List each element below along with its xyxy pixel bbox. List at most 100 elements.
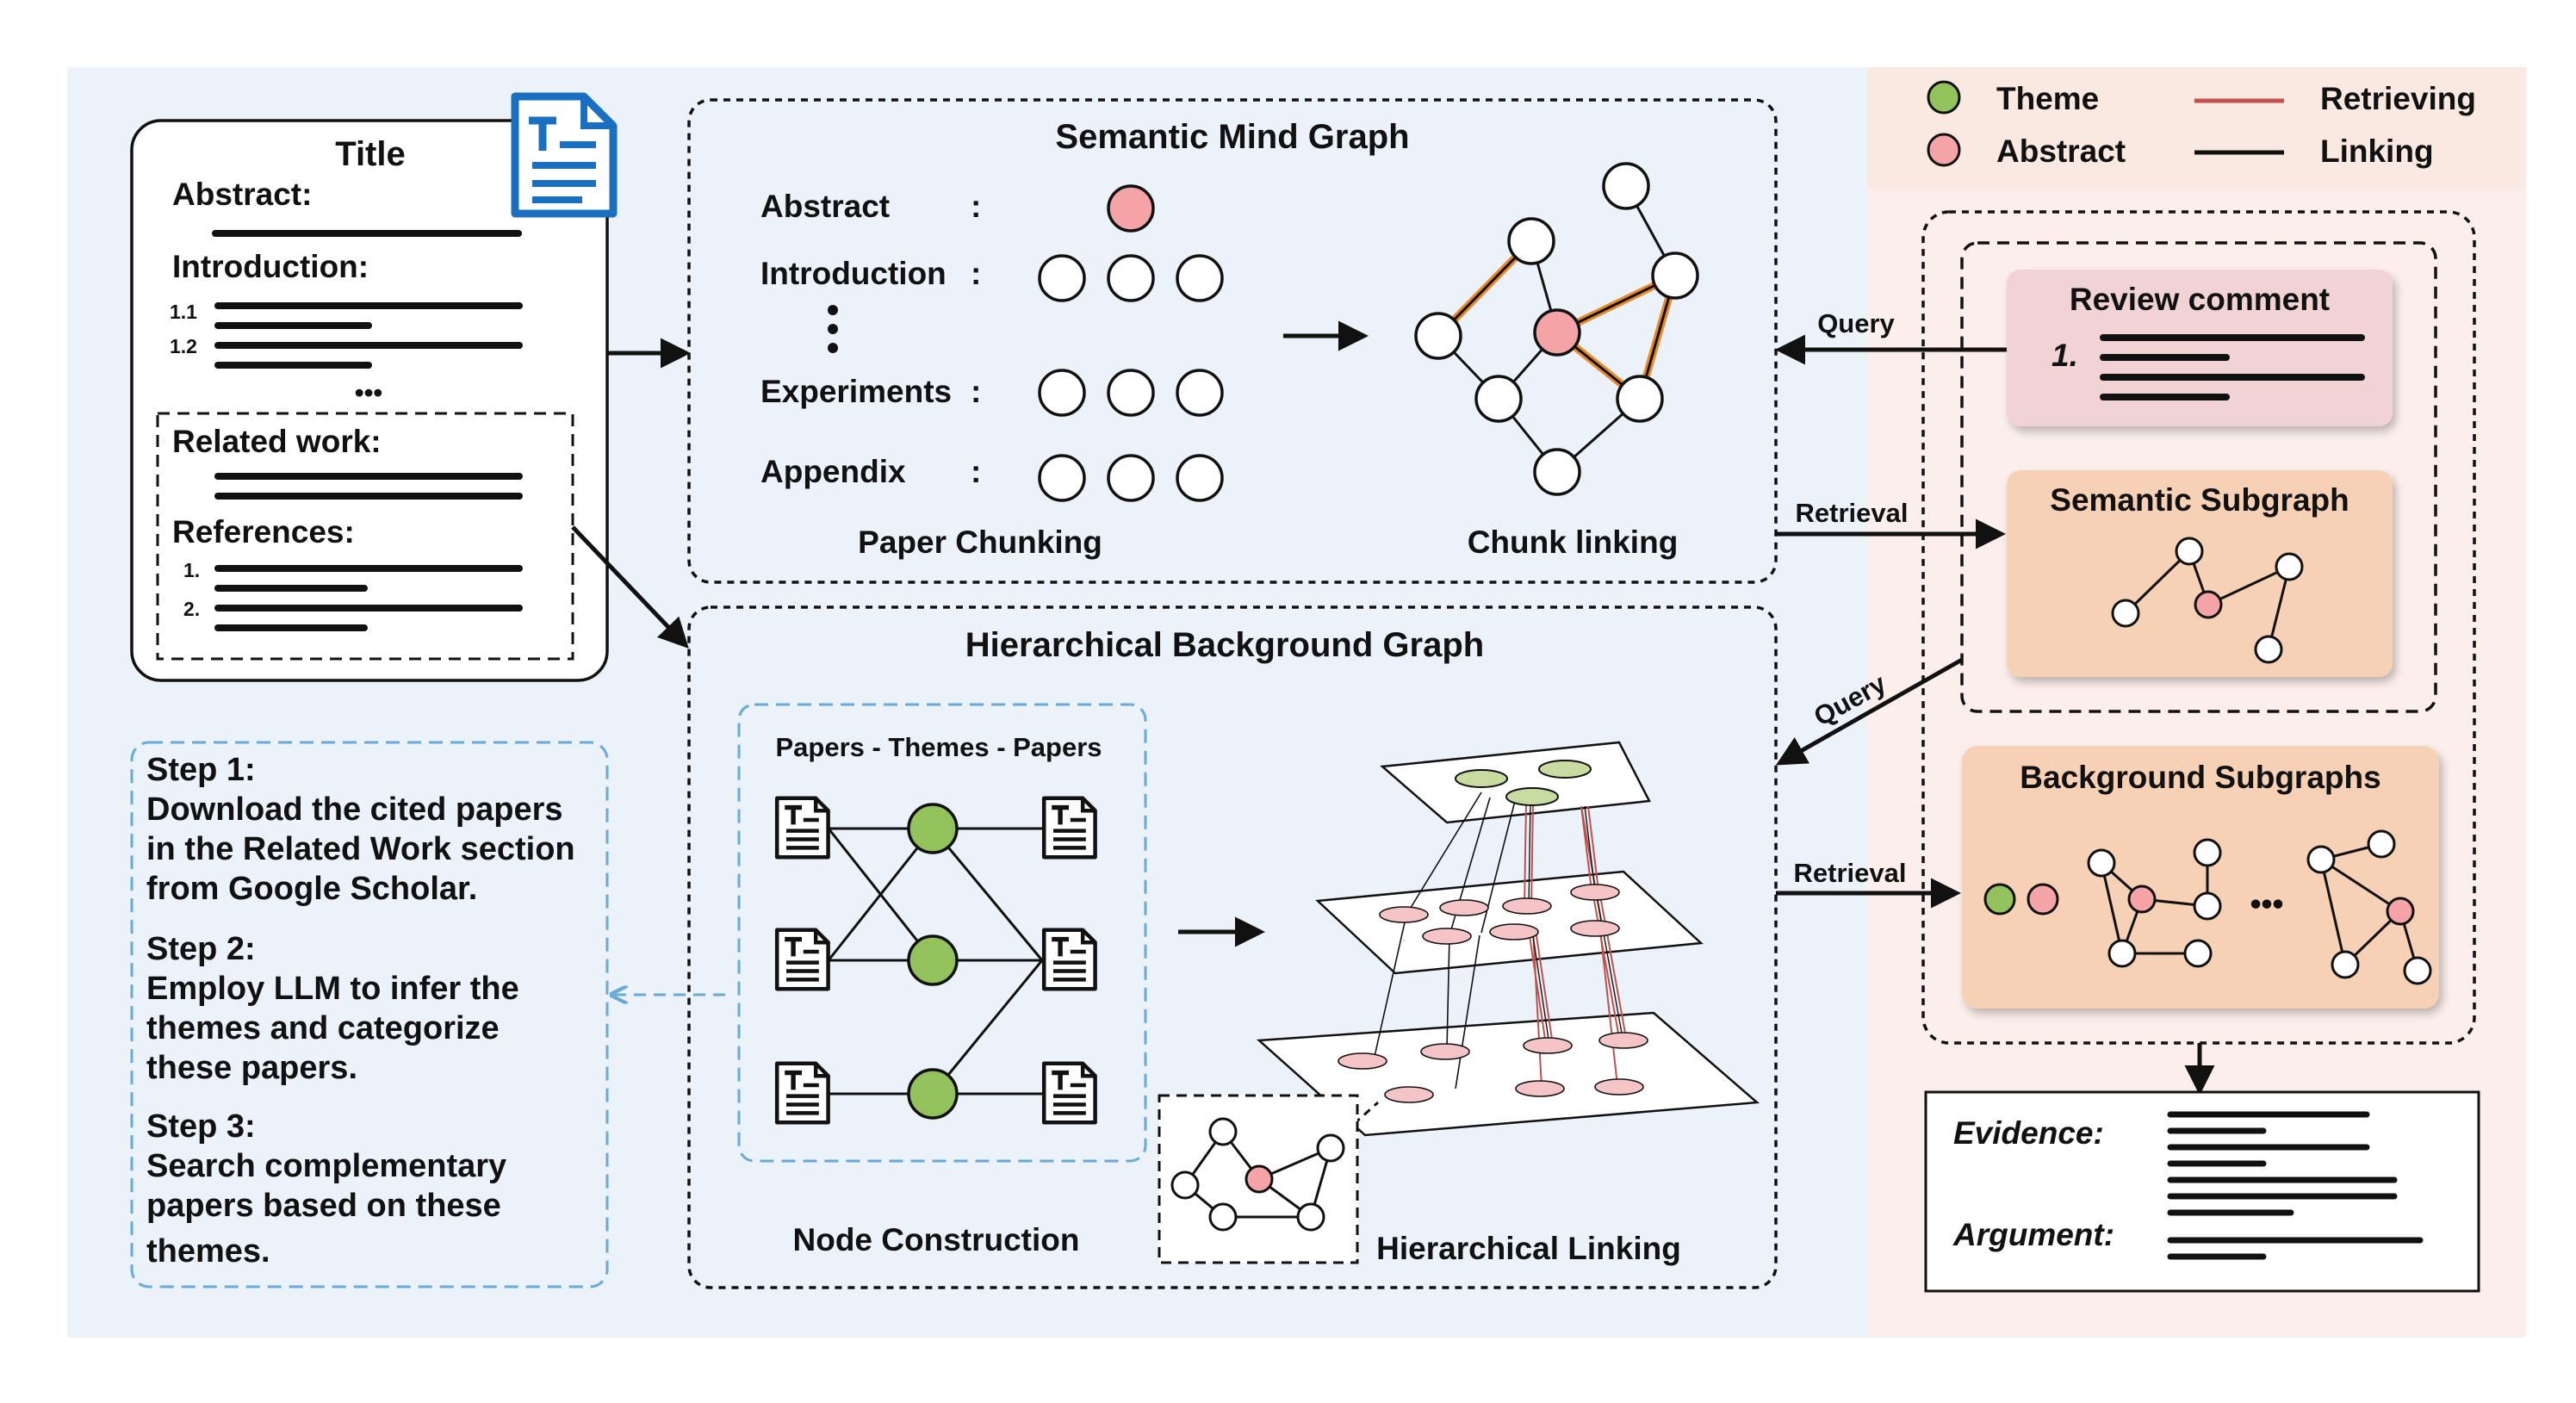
chunk-node	[1107, 254, 1155, 302]
graph-node	[2087, 848, 2116, 878]
steps-box: Step 1: Download the cited papers in the…	[130, 741, 609, 1288]
legend-linking-label: Linking	[2320, 133, 2434, 169]
ref-item-2: 2.	[183, 598, 200, 620]
vertical-ellipsis	[828, 305, 838, 353]
graph-abstract-node	[2127, 885, 2157, 914]
chunk-node	[1038, 369, 1086, 417]
graph-node	[1316, 1133, 1345, 1163]
abstract-chunk-node	[1107, 184, 1155, 233]
paper-introduction-label: Introduction:	[172, 249, 369, 284]
document-icon	[511, 92, 618, 218]
references-label: References:	[172, 514, 355, 549]
paper-ellipsis: •••	[355, 377, 383, 407]
zoom-connector	[1353, 1101, 1379, 1126]
theme-node	[907, 934, 959, 986]
argument-lines	[2167, 1237, 2424, 1260]
intro-text-lines	[214, 302, 523, 369]
legend-retrieving-label: Retrieving	[2320, 81, 2476, 116]
hierarchical-linking-label: Hierarchical Linking	[1376, 1231, 1681, 1266]
row-label-experiments: Experiments	[760, 374, 952, 409]
paper-document: Title Abstract: Introduction: 1.1 1.2 ••…	[130, 92, 618, 682]
hierarchical-background-graph-title: Hierarchical Background Graph	[965, 626, 1484, 664]
paper-doc-icon	[1044, 798, 1095, 857]
step-3-heading: Step 3:	[146, 1108, 256, 1145]
background-subgraphs-card: Background Subgraphs	[1962, 746, 2439, 1009]
review-comment-card: Review comment 1.	[2007, 270, 2393, 426]
step-3-line: papers based on these	[146, 1188, 501, 1224]
ref-item-1: 1.	[183, 559, 200, 581]
step-1-heading: Step 1:	[146, 752, 256, 788]
outer-dashed-box	[1921, 210, 2476, 1045]
semantic-mind-graph-title: Semantic Mind Graph	[1055, 118, 1409, 156]
chunk-node	[1038, 454, 1086, 502]
paper-frame	[130, 119, 609, 682]
intro-item-2: 1.2	[170, 335, 197, 357]
graph-node	[1533, 448, 1581, 496]
argument-label: Argument:	[1952, 1217, 2114, 1252]
row-colon: :	[971, 256, 981, 291]
graph-abstract-node	[1245, 1164, 1274, 1194]
node-construction-box	[737, 703, 1147, 1163]
theme-node	[907, 803, 959, 854]
steps-frame	[130, 741, 609, 1288]
step-1-line: from Google Scholar.	[146, 871, 477, 907]
graph-node	[2175, 537, 2204, 566]
graph-node	[1474, 375, 1523, 423]
graph-node	[1208, 1202, 1238, 1232]
graph-node	[1414, 312, 1462, 360]
thin-links-dark	[1528, 800, 1623, 1046]
middle-layer-nodes	[1379, 884, 1620, 945]
graph-node	[1296, 1202, 1325, 1232]
reference-lines	[214, 565, 523, 631]
graph-node	[1616, 375, 1664, 423]
paper-doc-icon	[1044, 1064, 1095, 1122]
graph-abstract-node	[1533, 308, 1581, 357]
retrieval-label-top: Retrieval	[1796, 498, 1909, 528]
review-number: 1.	[2051, 338, 2078, 373]
chunk-link-graph	[1414, 162, 1699, 496]
hierarchical-background-graph: Hierarchical Background Graph Papers - T…	[687, 605, 1778, 1289]
legend-abstract-label: Abstract	[1996, 133, 2126, 169]
step-1-line: in the Related Work section	[146, 831, 575, 867]
related-work-box	[156, 412, 574, 661]
hierarchical-background-graph-box	[687, 605, 1778, 1289]
chunk-node	[1107, 369, 1155, 417]
graph-node	[1208, 1117, 1238, 1146]
row-colon: :	[971, 454, 981, 489]
legend: Theme Abstract Retrieving Linking	[1927, 80, 2476, 169]
paper-doc-icon	[1044, 930, 1095, 989]
paper-chunking-label: Paper Chunking	[858, 525, 1102, 560]
chunk-node	[1176, 254, 1224, 302]
step-2-line: Employ LLM to infer the	[146, 971, 519, 1007]
row-label-introduction: Introduction	[760, 256, 947, 291]
graph-node	[2183, 939, 2213, 968]
review-text-lines	[2100, 334, 2365, 400]
arrow-paper-to-background	[571, 525, 689, 649]
graph-node	[2107, 939, 2137, 968]
step-1-line: Download the cited papers	[146, 792, 563, 828]
graph-node	[2331, 950, 2360, 979]
retrieval-panel: Review comment 1. Semantic Subgraph	[1775, 210, 2480, 1293]
graph-node	[2403, 956, 2432, 985]
related-work-label: Related work:	[172, 424, 382, 459]
graph-node	[1651, 251, 1699, 300]
output-box: Evidence: Argument:	[1924, 1090, 2480, 1293]
paper-title: Title	[335, 135, 406, 173]
node-construction-label: Node Construction	[793, 1222, 1080, 1257]
abstract-node	[2027, 883, 2059, 916]
theme-node	[1983, 883, 2016, 916]
semantic-mind-graph: Semantic Mind Graph Abstract : Introduct…	[687, 98, 1778, 584]
step-2-line: themes and categorize	[146, 1010, 500, 1046]
paper-doc-icon	[777, 1064, 828, 1122]
theme-nodes	[907, 803, 959, 1120]
legend-theme-label: Theme	[1996, 81, 2099, 116]
review-comment-title: Review comment	[2070, 282, 2330, 317]
row-label-appendix: Appendix	[760, 454, 906, 489]
bottom-layer-nodes	[1338, 1032, 1648, 1103]
step-2-heading: Step 2:	[146, 931, 256, 967]
row-colon: :	[971, 374, 981, 409]
paper-doc-icon	[777, 930, 828, 989]
chunk-linking-label: Chunk linking	[1468, 525, 1679, 560]
legend-theme-marker	[1927, 80, 1961, 115]
legend-abstract-marker	[1927, 133, 1961, 167]
